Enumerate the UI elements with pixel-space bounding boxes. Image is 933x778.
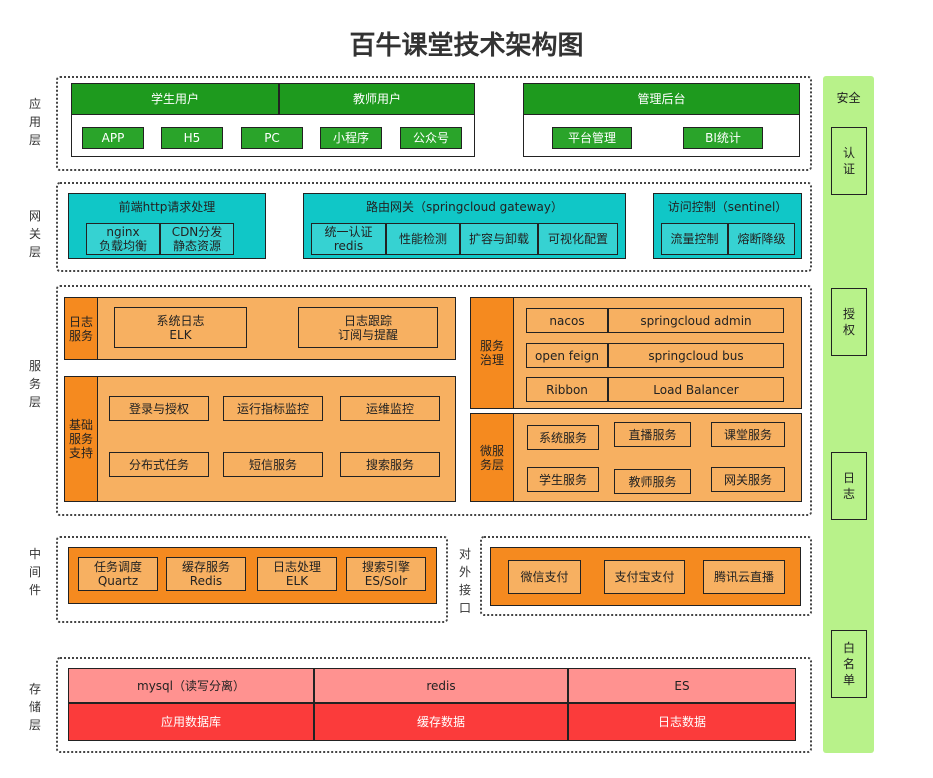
- client-miniprogram: 小程序: [320, 127, 382, 149]
- client-official-account: 公众号: [400, 127, 462, 149]
- metrics-monitoring: 运行指标监控: [223, 396, 323, 421]
- storage-layer-frame: [56, 657, 812, 753]
- security-authentication: 认 证: [831, 127, 867, 195]
- storage-mysql: mysql（读写分离）: [68, 668, 314, 703]
- security-title: 安全: [836, 91, 861, 105]
- service-governance-label: 服务 治理: [470, 297, 514, 409]
- base-service-label: 基础 服务 支持: [64, 376, 98, 502]
- sms-service: 短信服务: [223, 452, 323, 477]
- gov-open-feign: open feign: [526, 343, 608, 368]
- security-log: 日 志: [831, 452, 867, 520]
- cache-data: 缓存数据: [314, 703, 568, 741]
- app-database: 应用数据库: [68, 703, 314, 741]
- gov-springcloud-admin: springcloud admin: [608, 308, 784, 333]
- microservice-label: 微服 务层: [470, 413, 514, 502]
- student-service: 学生服务: [527, 467, 599, 492]
- front-http-title: 前端http请求处理: [118, 200, 216, 214]
- ops-monitoring: 运维监控: [340, 396, 440, 421]
- teacher-service: 教师服务: [614, 469, 691, 494]
- scale-unload: 扩容与卸载: [460, 223, 538, 255]
- system-service: 系统服务: [527, 425, 599, 450]
- middleware-layer-frame: [56, 536, 448, 623]
- log-data: 日志数据: [568, 703, 796, 741]
- gateway-service: 网关服务: [711, 467, 785, 492]
- gateway-layer-frame: [56, 182, 812, 272]
- route-gateway-title: 路由网关（springcloud gateway）: [366, 200, 563, 214]
- storage-es: ES: [568, 668, 796, 703]
- nginx-load-balance: nginx 负载均衡: [86, 223, 160, 255]
- visual-config: 可视化配置: [538, 223, 618, 255]
- log-tracking: 日志跟踪 订阅与提醒: [298, 307, 438, 348]
- task-scheduler-quartz: 任务调度 Quartz: [78, 557, 158, 591]
- layer-label-middleware: 中 间 件: [28, 547, 41, 597]
- search-service: 搜索服务: [340, 452, 440, 477]
- service-layer-frame: [56, 285, 812, 516]
- distributed-tasks: 分布式任务: [109, 452, 209, 477]
- performance-detection: 性能检测: [386, 223, 460, 255]
- gov-load-balancer: Load Balancer: [608, 377, 784, 402]
- alipay: 支付宝支付: [604, 560, 685, 594]
- classroom-service: 课堂服务: [711, 422, 785, 447]
- teacher-user-box: 教师用户: [279, 83, 475, 115]
- gov-nacos: nacos: [526, 308, 608, 333]
- external-interface-label: 对 外 接 口: [458, 547, 471, 615]
- student-user-box: 学生用户: [71, 83, 279, 115]
- system-log-elk: 系统日志 ELK: [114, 307, 247, 348]
- tencent-cloud-live: 腾讯云直播: [703, 560, 785, 594]
- layer-label-gateway: 网 关 层: [28, 209, 41, 259]
- storage-redis: redis: [314, 668, 568, 703]
- security-authorization: 授 权: [831, 288, 867, 356]
- cache-service-redis: 缓存服务 Redis: [166, 557, 246, 591]
- search-engine-es-solr: 搜索引擎 ES/Solr: [346, 557, 426, 591]
- layer-label-storage: 存 储 层: [28, 682, 41, 732]
- login-authorization: 登录与授权: [109, 396, 209, 421]
- admin-platform-management: 平台管理: [552, 127, 632, 149]
- admin-backend-box: 管理后台: [523, 83, 800, 115]
- gov-springcloud-bus: springcloud bus: [608, 343, 784, 368]
- external-interface-frame: [480, 536, 812, 616]
- access-control-title: 访问控制（sentinel）: [667, 200, 788, 214]
- unified-auth-redis: 统一认证 redis: [311, 223, 386, 255]
- client-pc: PC: [241, 127, 303, 149]
- cdn-static-resources: CDN分发 静态资源: [160, 223, 234, 255]
- flow-control: 流量控制: [661, 223, 728, 255]
- admin-bi-statistics: BI统计: [683, 127, 763, 149]
- client-app: APP: [82, 127, 144, 149]
- app-layer-frame: [56, 76, 812, 171]
- circuit-breaker: 熔断降级: [728, 223, 795, 255]
- diagram-title: 百牛课堂技术架构图: [349, 31, 584, 61]
- layer-label-app: 应 用 层: [28, 97, 41, 147]
- layer-label-service: 服 务 层: [28, 359, 41, 409]
- base-service-group: [64, 376, 456, 502]
- security-whitelist: 白 名 单: [831, 630, 867, 698]
- log-processing-elk: 日志处理 ELK: [257, 557, 337, 591]
- wechat-pay: 微信支付: [508, 560, 581, 594]
- log-service-label: 日志 服务: [64, 297, 98, 360]
- live-service: 直播服务: [614, 422, 691, 447]
- client-h5: H5: [161, 127, 223, 149]
- gov-ribbon: Ribbon: [526, 377, 608, 402]
